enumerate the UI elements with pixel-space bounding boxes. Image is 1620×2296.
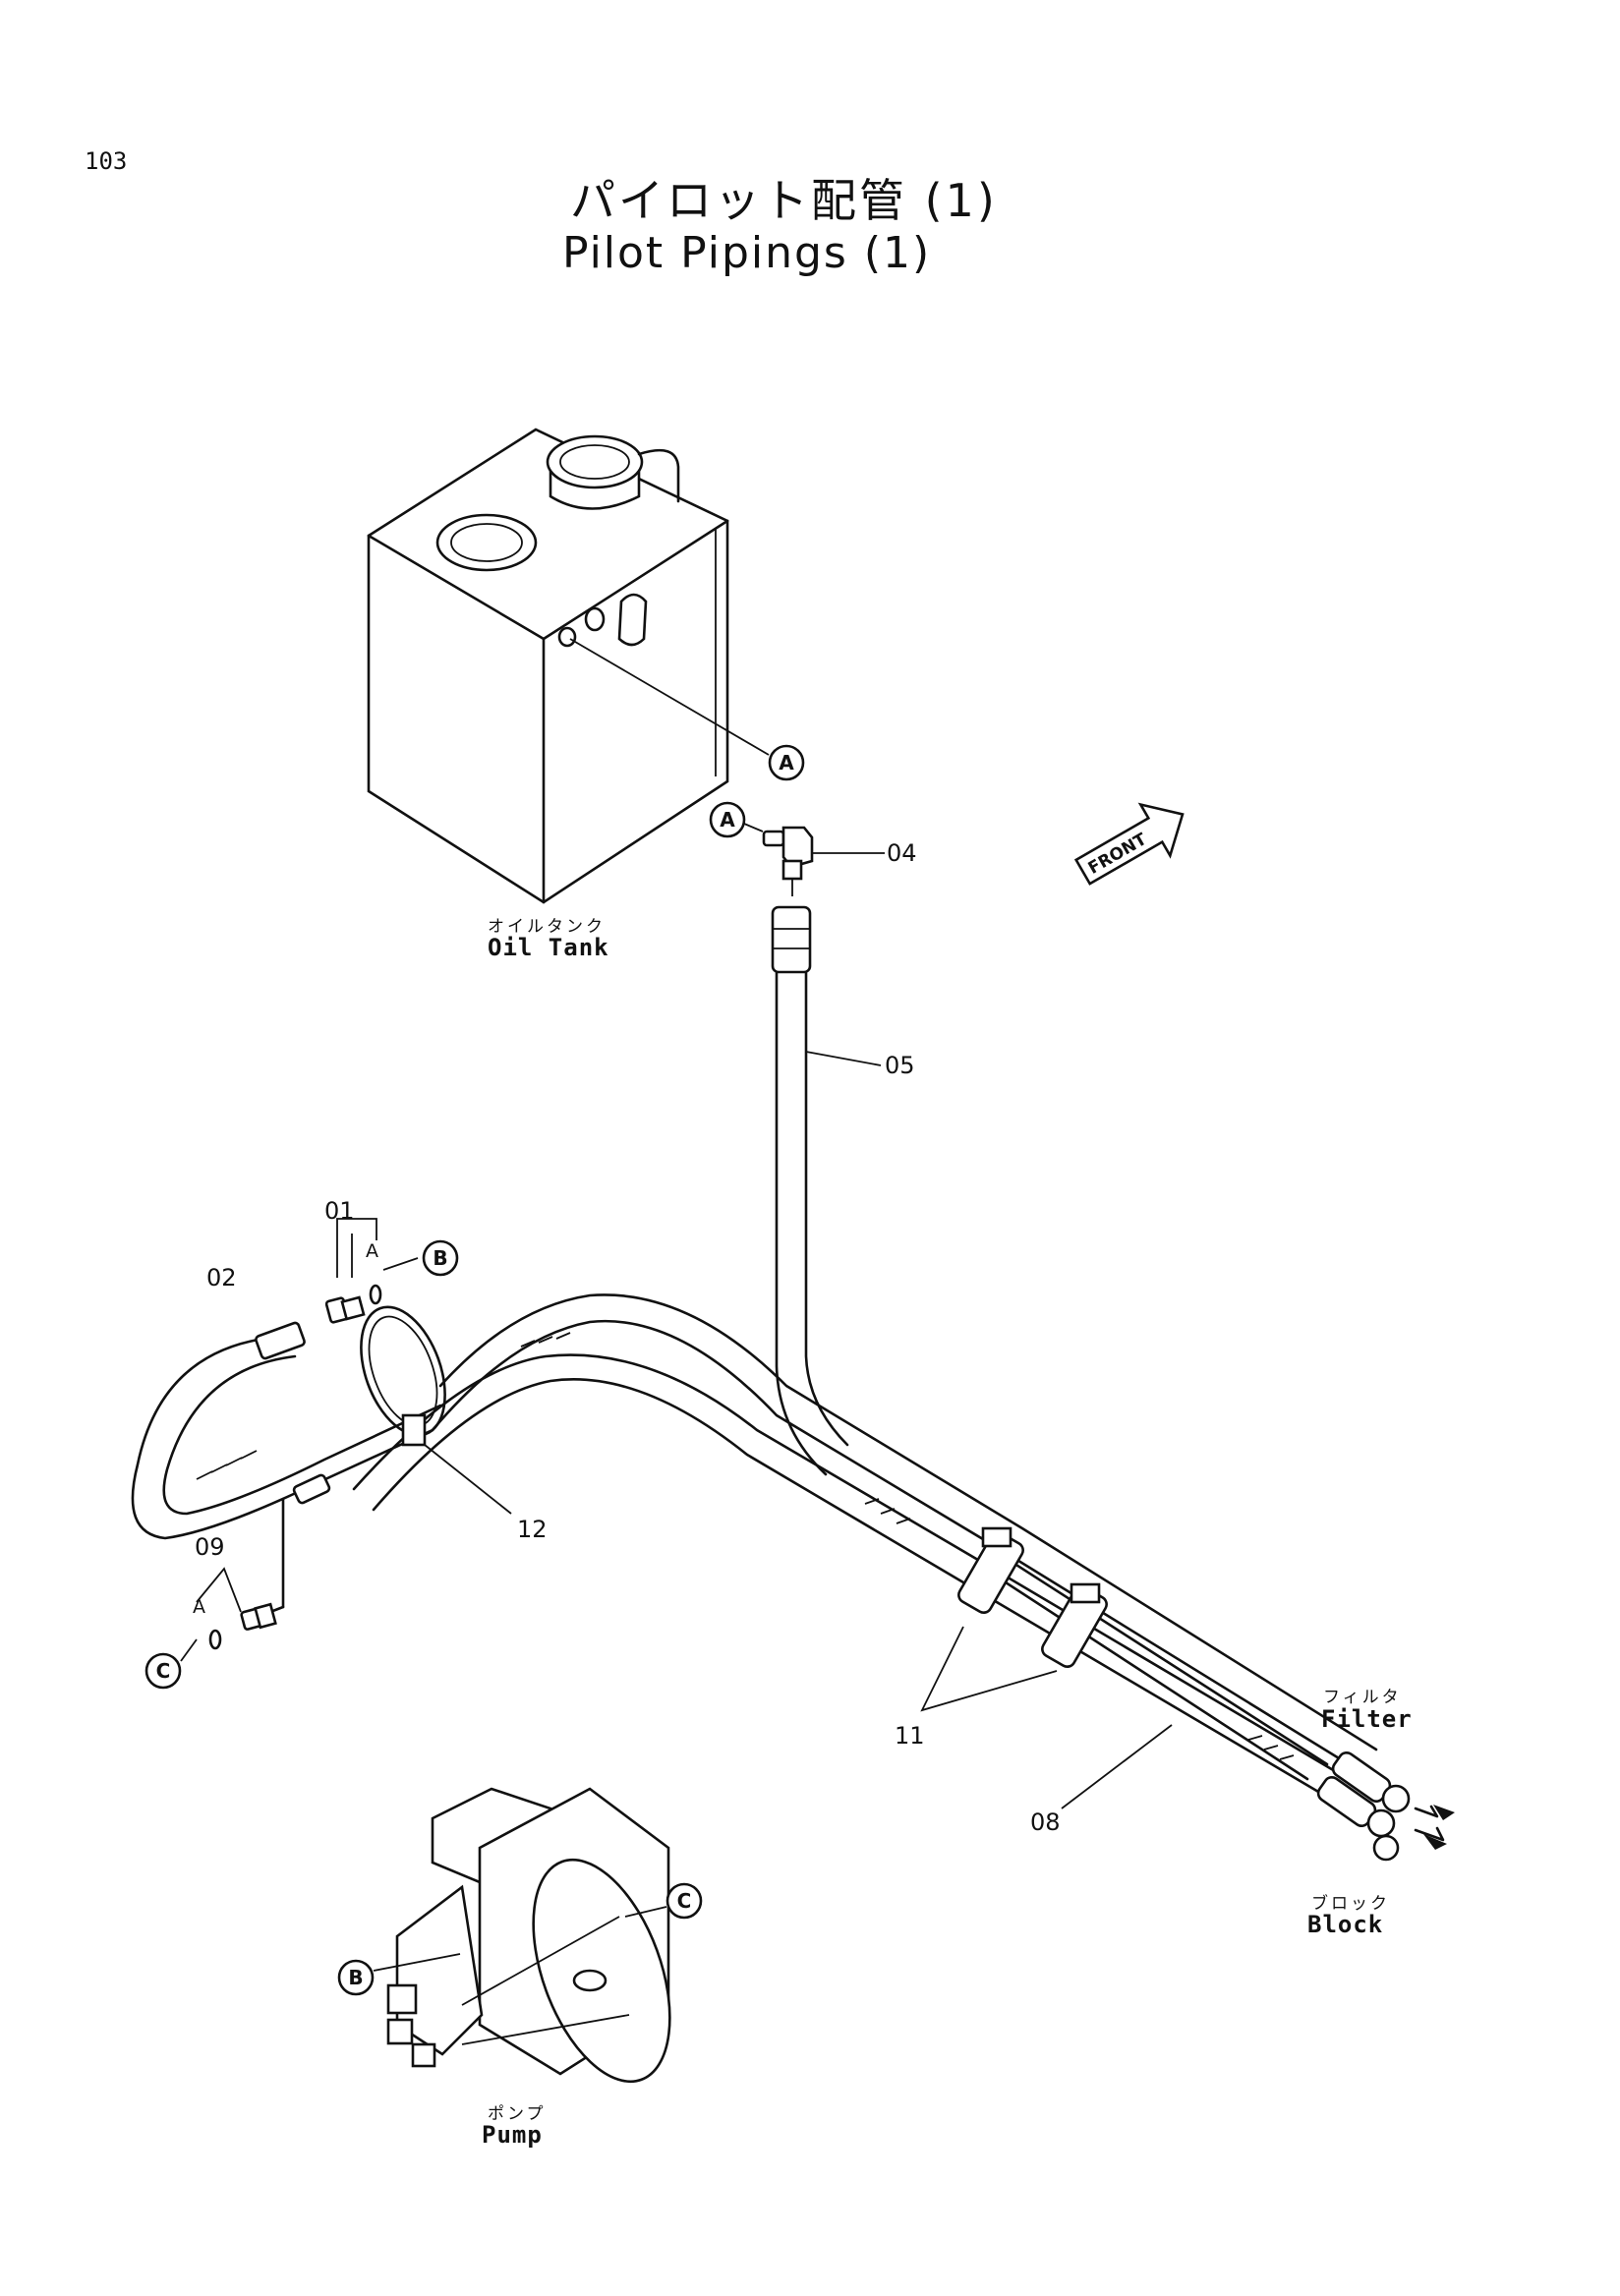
block-label-en: Block (1307, 1911, 1384, 1938)
connection-ref-c-pump: C (665, 1882, 703, 1920)
sub-label-a-09: A (193, 1596, 205, 1618)
oil-tank-label-en: Oil Tank (488, 934, 609, 961)
pump-label-ja: ポンプ (488, 2104, 547, 2124)
clamp-12-drawing (360, 1305, 446, 1447)
front-direction-arrow: FRONT (1073, 802, 1185, 886)
page-title-japanese: パイロット配管 (1) (570, 174, 998, 227)
hose-05-drawing (771, 905, 849, 1476)
part-number-02: 02 (206, 1264, 237, 1292)
svg-text:B: B (348, 1966, 363, 1989)
pump-label-en: Pump (482, 2121, 543, 2149)
fitting-09-drawing (208, 1602, 277, 1650)
page-title-english: Pilot Pipings (1) (562, 228, 932, 278)
part-number-01: 01 (324, 1197, 355, 1225)
connection-ref-c-fitting: C (145, 1652, 182, 1690)
svg-text:B: B (433, 1246, 447, 1270)
fitting-01-drawing (324, 1284, 382, 1324)
connection-ref-a-fitting: A (709, 801, 746, 838)
hose-ends-drawing (1316, 1751, 1455, 1862)
oil-tank-label-ja: オイルタンク (488, 917, 606, 937)
connection-ref-b-fitting: B (422, 1239, 459, 1277)
part-number-08: 08 (1030, 1808, 1061, 1836)
part-number-05: 05 (885, 1052, 915, 1079)
filter-label-ja: フィルタ (1323, 1688, 1402, 1707)
connection-ref-b-pump: B (337, 1959, 375, 1996)
part-number-12: 12 (517, 1516, 548, 1543)
connection-ref-a-tank: A (768, 744, 805, 781)
part-number-11: 11 (895, 1722, 925, 1750)
elbow-fitting-drawing (762, 826, 814, 896)
main-hose-bundle-drawing (131, 1293, 1378, 1810)
page-number: 103 (85, 147, 128, 175)
block-label-ja: ブロック (1311, 1894, 1390, 1914)
sub-label-a-01: A (366, 1240, 378, 1262)
part-number-04: 04 (887, 839, 917, 867)
clamps-11-drawing (957, 1526, 1108, 1669)
part-number-09: 09 (195, 1533, 225, 1561)
oil-tank-drawing (367, 428, 729, 904)
pump-drawing (386, 1787, 671, 2084)
svg-text:A: A (720, 808, 735, 832)
filter-label-en: Filter (1321, 1705, 1413, 1733)
svg-text:A: A (779, 751, 794, 775)
svg-text:C: C (156, 1659, 171, 1683)
svg-text:C: C (677, 1889, 692, 1913)
